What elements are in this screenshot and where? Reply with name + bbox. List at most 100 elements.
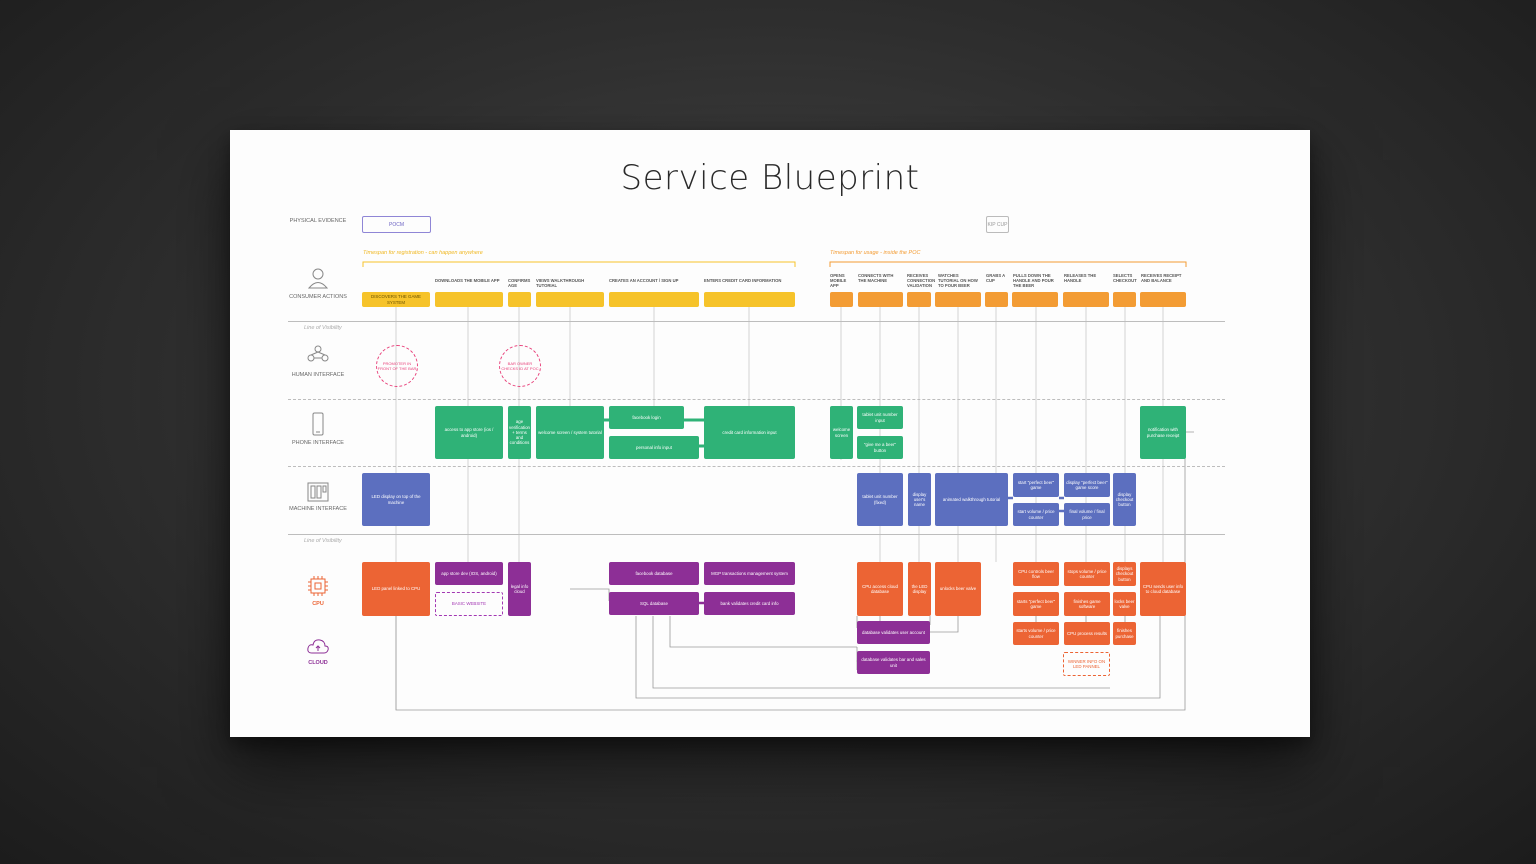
step-label: WATCHES TUTORIAL ON HOW TO POUR BEER: [938, 273, 978, 288]
human-bar-owner: BAR OWNER CHECKS ID AT POC: [499, 345, 541, 387]
cpu-icon: [306, 574, 330, 598]
step-label: OPENS MOBILE APP: [830, 273, 847, 288]
machine-icon: [306, 480, 330, 504]
people-network-icon: [306, 344, 330, 368]
phone-age-verify: age verification + terms and conditions: [508, 406, 531, 459]
action-confirms-age: [508, 292, 531, 307]
lane-cpu: CPU: [312, 601, 324, 607]
phone-app-store: access to app store (ios / android): [435, 406, 503, 459]
server-legal-info: legal info cloud: [508, 562, 531, 616]
step-label: GRABS A CUP: [986, 273, 1005, 283]
lane-phone-interface: PHONE INTERFACE: [292, 440, 344, 446]
human-promoter: PROMOTER IN FRONT OF THE BAR: [376, 345, 418, 387]
step-label: CONNECTS WITH THE MACHINE: [858, 273, 894, 283]
step-label: VIEWS WALKTHROUGH TUTORIAL: [536, 278, 585, 288]
line-of-visibility-label: Line of Visibility: [304, 325, 342, 331]
cpu-locks-valve: locks beer valve: [1113, 592, 1136, 616]
lane-consumer-actions: CONSUMER ACTIONS: [289, 294, 347, 300]
cpu-stops-volume: stops volume / price counter: [1064, 562, 1110, 586]
cpu-finishes-game: finishes game software: [1064, 592, 1110, 616]
line-of-visibility: [288, 534, 1225, 535]
action-checkout: [1113, 292, 1136, 307]
step-label: RECEIVES CONNECTION VALIDATION: [907, 273, 936, 288]
machine-display-name: display user's name: [908, 473, 931, 526]
phone-icon: [306, 412, 330, 436]
phone-give-me-beer: "give me a beer" button: [857, 436, 903, 459]
server-facebook-db: facebook database: [609, 562, 699, 585]
phone-welcome-screen: welcome screen: [830, 406, 853, 459]
machine-led-display: LED display on top of the machine: [362, 473, 430, 526]
action-releases: [1063, 292, 1109, 307]
person-icon: [306, 266, 330, 290]
cloud-icon: [306, 635, 330, 659]
divider-phone: [288, 466, 1225, 467]
phone-tablet-unit: tablet unit number input: [857, 406, 903, 429]
action-receipt: [1140, 292, 1186, 307]
cpu-led-panel: LED panel linked to CPU: [362, 562, 430, 616]
machine-display-checkout: display checkout button: [1113, 473, 1136, 526]
action-grabs-cup: [985, 292, 1008, 307]
lane-cloud: CLOUD: [308, 660, 328, 666]
step-label: PULLS DOWN THE HANDLE AND POUR THE BEER: [1013, 273, 1054, 288]
page-title: Service Blueprint: [620, 158, 920, 198]
step-label: ENTERS CREDIT CARD INFORMATION: [704, 278, 782, 283]
step-label: CONFIRMS AGE: [508, 278, 531, 288]
step-label: RELEASES THE HANDLE: [1064, 273, 1097, 283]
machine-start-game: start "perfect beer" game: [1013, 473, 1059, 497]
action-discovers: DISCOVERS THE GAME SYSTEM: [362, 292, 430, 307]
phone-facebook-login: facebook login: [609, 406, 684, 429]
cpu-starts-game: starts "perfect beer" game: [1013, 592, 1059, 616]
evidence-cup: KIP CUP: [986, 216, 1009, 233]
action-connects: [858, 292, 903, 307]
cpu-winner-info: WINNER INFO ON LED PANNEL: [1063, 652, 1110, 676]
phone-welcome: welcome screen / system tutorial: [536, 406, 604, 459]
cpu-starts-volume: starts volume / price counter: [1013, 622, 1059, 645]
machine-final-volume: final volume / final price: [1064, 503, 1110, 526]
cpu-process-results: CPU process results: [1064, 622, 1110, 645]
action-validation: [907, 292, 931, 307]
action-pulls-handle: [1012, 292, 1058, 307]
action-credit-card: [704, 292, 795, 307]
timespan-registration: Timespan for registration - can happen a…: [363, 250, 483, 256]
cpu-controls-flow: CPU controls beer flow: [1013, 562, 1059, 586]
cpu-led-display: the LED display: [908, 562, 931, 616]
server-app-store-dev: app store dev (IOS, android): [435, 562, 503, 585]
lane-human-interface: HUMAN INTERFACE: [291, 372, 345, 378]
server-bank: bank validates credit card info: [704, 592, 795, 615]
cpu-finishes-purchase: finishes purchase: [1113, 622, 1136, 645]
lane-machine-interface: MACHINE INTERFACE: [289, 506, 347, 512]
machine-start-volume: start volume / price counter: [1013, 503, 1059, 526]
action-opens-app: [830, 292, 853, 307]
evidence-pocm: POCM: [362, 216, 431, 233]
cpu-access-cloud: CPU access cloud database: [857, 562, 903, 616]
timespan-usage: Timespan for usage - inside the POC: [830, 250, 921, 256]
timespan-brackets: [362, 261, 1187, 267]
action-downloads: [435, 292, 503, 307]
server-basic-website: BASIC WEBSITE: [435, 592, 503, 616]
server-mgp: MGP transactions management system: [704, 562, 795, 585]
cloud-db-bar: database validates bar and sales unit: [857, 651, 930, 674]
cpu-displays-checkout: displays checkout button: [1113, 562, 1136, 586]
server-sql-db: SQL database: [609, 592, 699, 615]
divider-human: [288, 399, 1225, 400]
cpu-sends-info: CPU sends user info to cloud database: [1140, 562, 1186, 616]
machine-display-score: display "perfect beer" game score: [1064, 473, 1110, 497]
machine-tablet-unit: tablet unit number (fixed): [857, 473, 903, 526]
action-watches: [935, 292, 981, 307]
action-sign-up: [609, 292, 699, 307]
step-label: CREATES AN ACCOUNT / SIGN UP: [609, 278, 679, 283]
phone-notification: notification with purchase receipt: [1140, 406, 1186, 459]
step-label: SELECTS CHECKOUT: [1113, 273, 1137, 283]
cpu-unlocks-valve: unlocks beer valve: [935, 562, 981, 616]
step-label: RECEIVES RECEIPT AND BALANCE: [1141, 273, 1182, 283]
step-label: DOWNLOADS THE MOBILE APP: [435, 278, 500, 283]
line-of-visibility-label-2: Line of Visibility: [304, 538, 342, 544]
phone-personal-info: personal info input: [609, 436, 699, 459]
line-of-interaction: [288, 321, 1225, 322]
blueprint-board: Service Blueprint: [230, 130, 1310, 737]
action-tutorial: [536, 292, 604, 307]
machine-walkthrough: animated walkthrough tutorial: [935, 473, 1008, 526]
phone-credit-card: credit card information input: [704, 406, 795, 459]
cloud-db-user: database validates user account: [857, 621, 930, 644]
lane-physical-evidence: PHYSICAL EVIDENCE: [289, 218, 347, 224]
